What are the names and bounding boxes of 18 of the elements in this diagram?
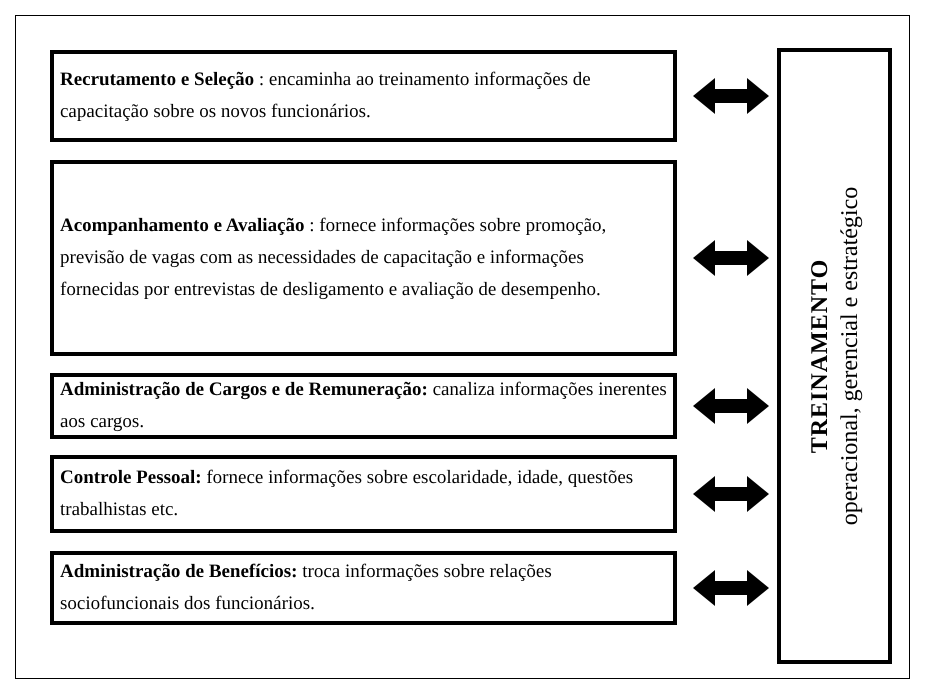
double-arrow: [693, 570, 769, 606]
process-box: [50, 160, 677, 356]
double-arrow: [693, 78, 769, 114]
process-box: [50, 551, 677, 625]
double-arrow: [693, 476, 769, 512]
box-title: TREINAMENTO: [806, 258, 834, 456]
process-box: [50, 373, 677, 439]
double-arrow: [693, 388, 769, 424]
box-text: Administração de Cargos e de Remuneração: canaliza informações inerentes aos cargos.: [59, 378, 668, 434]
target-box: [777, 48, 892, 664]
process-box: [50, 455, 677, 533]
box-text: Administração de Benefícios: troca informações sobre relações sociofuncionais dos funcionários.: [59, 560, 553, 616]
box-text: Controle Pessoal: fornece informações sobre escolaridade, idade, questões trabalhistas etc.: [59, 466, 634, 522]
double-arrow: [693, 240, 769, 276]
process-box: [50, 50, 677, 142]
box-subtitle: operacional, gerencial e estratégico: [836, 186, 864, 528]
box-text: Acompanhamento e Avaliação : fornece informações sobre promoção, previsão de vagas com as necessidades de capacitação e informações fornecidas por entrevistas de desligamento e avaliação de desempenho.: [59, 214, 608, 302]
box-text: Recrutamento e Seleção : encaminha ao treinamento informações de capacitação sobre os novos funcionários.: [59, 68, 592, 124]
